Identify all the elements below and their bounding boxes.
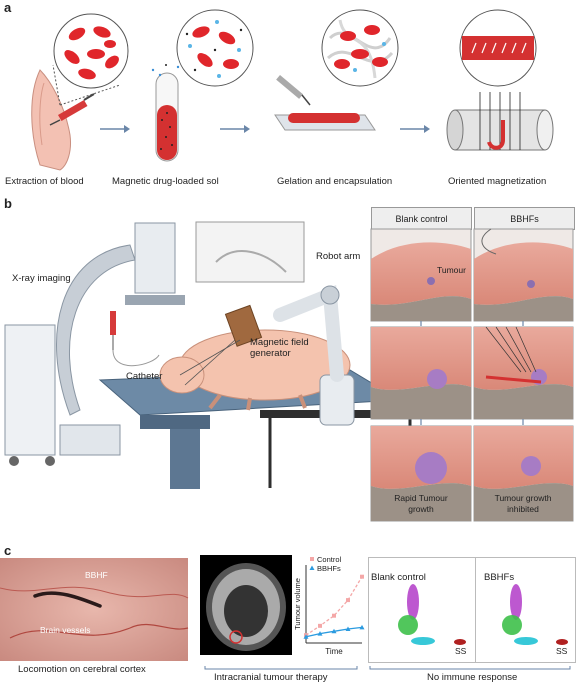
flow-title-bbhfs: BBHFs xyxy=(484,572,515,583)
series-line-0 xyxy=(305,576,363,636)
brain-panels xyxy=(370,228,574,522)
column-header-blank: Blank control xyxy=(371,207,472,230)
label-magnetic-field: Magnetic field generator xyxy=(250,337,309,359)
inset-box xyxy=(195,221,305,283)
label-xray: X-ray imaging xyxy=(12,273,71,284)
flow-plot-blank: Blank control SS xyxy=(368,557,476,663)
bbhf-point xyxy=(331,628,337,634)
fiber-network-circle xyxy=(321,9,399,87)
panel-b-letter: b xyxy=(4,196,12,211)
gel-tray-illustration xyxy=(274,75,376,131)
robot-arm-illustration xyxy=(179,285,355,426)
magnetization-circle xyxy=(459,9,537,87)
syringe-icon xyxy=(276,75,311,106)
label-bbhf: BBHF xyxy=(85,570,108,580)
bbhf-point xyxy=(345,626,351,631)
blood-cells-circle xyxy=(53,13,129,89)
x-axis-label: Time xyxy=(325,647,343,656)
zoom-lines-1 xyxy=(52,64,121,106)
cortex-photo xyxy=(0,558,189,661)
caption-immune: No immune response xyxy=(427,672,518,683)
legend-label: BBHFs xyxy=(317,564,341,573)
control-point xyxy=(318,623,322,628)
step-label-extraction: Extraction of blood xyxy=(5,176,84,187)
flow-axis-ss: SS xyxy=(455,646,467,656)
panel-a-letter: a xyxy=(4,0,12,15)
label-catheter: Catheter xyxy=(126,371,163,382)
column-header-bbhfs: BBHFs xyxy=(474,207,575,230)
ct-scan-image xyxy=(200,555,292,655)
bbhf-point xyxy=(317,631,323,636)
control-point xyxy=(360,574,364,579)
bbhf-point xyxy=(359,624,365,630)
step-label-magnetization: Oriented magnetization xyxy=(448,176,547,187)
outcome-growth-inhibited: Tumour growth inhibited xyxy=(494,493,552,514)
step-label-sol: Magnetic drug-loaded sol xyxy=(112,176,219,187)
arrow-icon xyxy=(400,125,430,133)
bbhf-point xyxy=(303,634,309,639)
syringe-icon xyxy=(49,93,95,126)
tumour-label: Tumour xyxy=(437,265,466,275)
outcome-rapid-growth: Rapid Tumour growth xyxy=(394,493,448,514)
magnet-cylinder-illustration xyxy=(446,92,554,151)
control-point xyxy=(346,598,350,603)
legend-marker-bbhf xyxy=(309,565,315,570)
legend-marker-control xyxy=(310,557,314,561)
test-tube-illustration xyxy=(151,64,180,162)
label-brain-vessels: Brain vessels xyxy=(40,625,91,635)
drug-sol-circle xyxy=(176,9,254,87)
xray-c-arm-illustration xyxy=(4,222,185,466)
y-axis-label: Tumour volume xyxy=(293,578,302,630)
arrow-icon xyxy=(100,125,130,133)
flow-axis-ss-2: SS xyxy=(556,646,568,656)
panel-c-letter: c xyxy=(4,543,12,558)
arrow-icon xyxy=(220,125,250,133)
caption-therapy: Intracranial tumour therapy xyxy=(214,672,328,683)
step-label-gelation: Gelation and encapsulation xyxy=(277,176,393,187)
pig-ear-illustration xyxy=(31,69,95,171)
caption-locomotion: Locomotion on cerebral cortex xyxy=(18,664,146,675)
legend-label: Control xyxy=(317,555,342,564)
control-point xyxy=(332,613,336,618)
flow-title-blank: Blank control xyxy=(371,572,426,583)
catheter-syringe-icon xyxy=(110,311,160,367)
label-robot-arm: Robot arm xyxy=(316,251,361,262)
pig-illustration xyxy=(159,329,351,411)
caption-brackets xyxy=(204,666,571,670)
flow-dots xyxy=(398,584,568,645)
